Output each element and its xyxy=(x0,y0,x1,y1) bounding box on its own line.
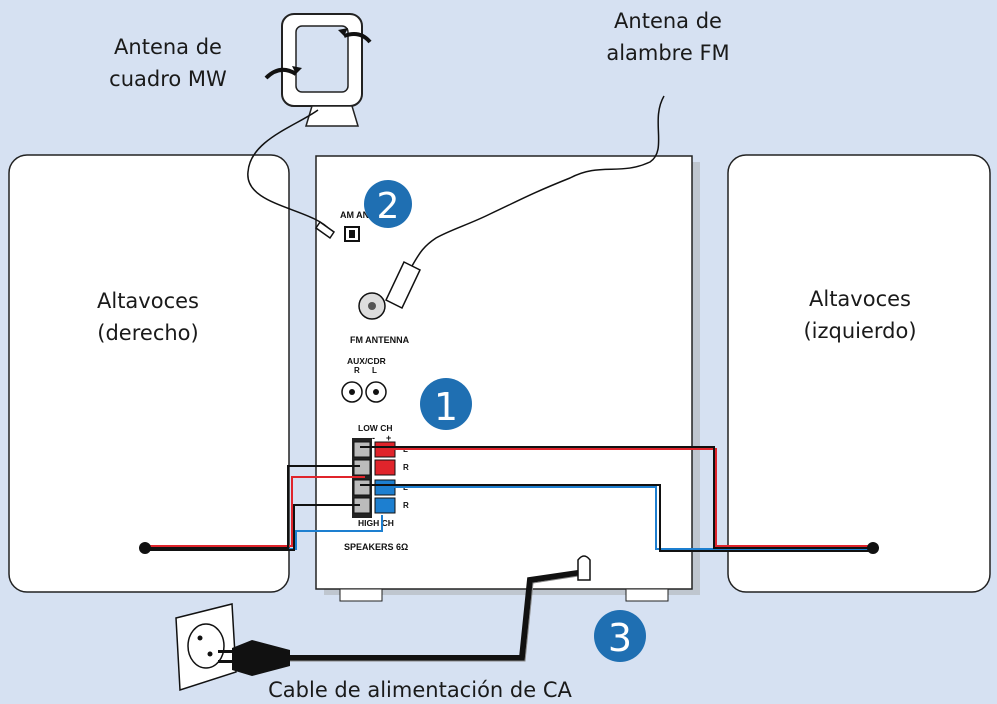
am-antenna-title-line2: cuadro MW xyxy=(109,67,227,91)
fm-antenna-label: FM ANTENNA xyxy=(350,335,410,345)
speaker-right-terminal xyxy=(139,542,151,554)
am-antenna-title-line1: Antena de xyxy=(114,35,222,59)
fm-connector xyxy=(385,260,421,310)
ac-cable-label: Cable de alimentación de CA xyxy=(268,678,572,702)
terminal-blue xyxy=(374,497,396,514)
speaker-right-label-line2: (derecho) xyxy=(97,321,198,345)
terminal-minus-label: - xyxy=(372,433,375,443)
wall-outlet xyxy=(175,603,237,692)
terminal-r-label: R xyxy=(403,463,409,472)
terminal-red xyxy=(374,459,396,476)
am-connector xyxy=(314,220,336,240)
step-badge-2 xyxy=(364,180,412,228)
terminal-r-label: R xyxy=(403,501,409,510)
fm-antenna-title-line2: alambre FM xyxy=(606,41,729,65)
speaker-left-label-line2: (izquierdo) xyxy=(803,319,916,343)
speaker-wires xyxy=(145,446,872,552)
step-number-1: 1 xyxy=(434,385,458,429)
aux-r-label: R xyxy=(354,366,360,375)
am-loop-antenna xyxy=(264,13,372,127)
main-unit-foot xyxy=(625,588,669,602)
aux-l-label: L xyxy=(372,366,377,375)
main-unit-foot xyxy=(339,588,383,602)
step-number-3: 3 xyxy=(608,616,632,660)
power-cord-clip xyxy=(577,555,591,581)
terminal-plus-label: + xyxy=(386,433,391,443)
main-unit-back-panel xyxy=(315,155,693,590)
speakers-label: SPEAKERS 6Ω xyxy=(344,542,408,552)
power-plug xyxy=(218,640,290,676)
ac-power-cable xyxy=(290,569,586,661)
speaker-left-box xyxy=(727,154,991,593)
low-ch-label: LOW CH xyxy=(358,423,392,433)
step-badge-3 xyxy=(594,610,646,662)
step-badge-1 xyxy=(420,378,472,430)
fm-antenna-wire xyxy=(411,95,665,267)
aux-cdr-label: AUX/CDR xyxy=(347,356,386,366)
am-antenna-cable xyxy=(247,109,331,231)
speaker-right-label-line1: Altavoces xyxy=(97,289,199,313)
speaker-right-box xyxy=(8,154,290,593)
speaker-left-label-line1: Altavoces xyxy=(809,287,911,311)
speaker-left-terminal xyxy=(867,542,879,554)
high-ch-label: HIGH CH xyxy=(358,518,394,528)
fm-antenna-title-line1: Antena de xyxy=(614,9,722,33)
step-number-2: 2 xyxy=(377,186,400,227)
